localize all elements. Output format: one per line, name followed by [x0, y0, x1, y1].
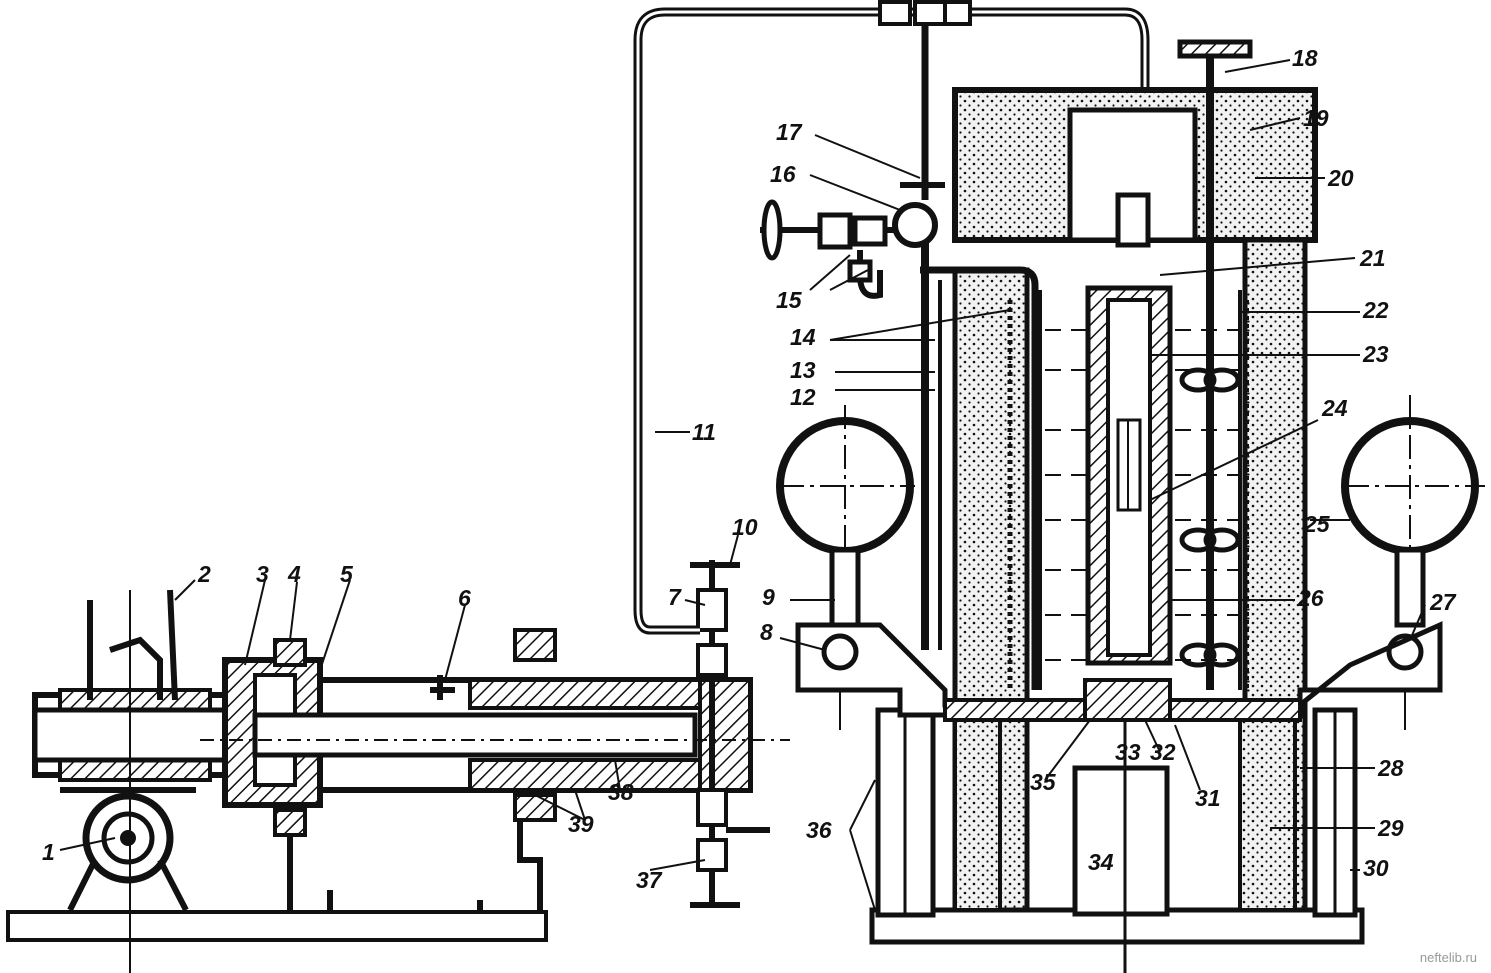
callout-38: 38 [608, 779, 634, 805]
callout-32: 32 [1150, 739, 1176, 765]
callout-4: 4 [287, 561, 301, 587]
callout-30: 30 [1363, 855, 1389, 881]
callout-8: 8 [760, 619, 773, 645]
callout-33: 33 [1115, 739, 1141, 765]
callout-39: 39 [568, 811, 594, 837]
callout-21: 21 [1359, 245, 1386, 271]
callout-26: 26 [1297, 585, 1324, 611]
callout-3: 3 [256, 561, 269, 587]
callout-19: 19 [1303, 105, 1329, 131]
callout-18: 18 [1292, 45, 1318, 71]
callout-5: 5 [340, 561, 354, 587]
callout-1: 1 [42, 839, 55, 865]
callout-35: 35 [1030, 769, 1057, 795]
callout-17: 17 [776, 119, 803, 145]
callout-2: 2 [197, 561, 211, 587]
callout-27: 27 [1429, 589, 1457, 615]
callout-36: 36 [806, 817, 832, 843]
callout-31: 31 [1195, 785, 1221, 811]
autoclave-assembly [760, 39, 1485, 973]
callout-16: 16 [770, 161, 796, 187]
callout-25: 25 [1303, 511, 1331, 537]
callout-34: 34 [1088, 849, 1114, 875]
callout-7: 7 [668, 584, 682, 610]
callout-12: 12 [790, 384, 816, 410]
callout-10: 10 [732, 514, 758, 540]
callout-22: 22 [1362, 297, 1389, 323]
leader-lines [59, 59, 1426, 911]
collection-beaker [1072, 765, 1170, 917]
watermark: neftelib.ru [1419, 950, 1477, 965]
callout-14: 14 [790, 324, 816, 350]
callout-29: 29 [1377, 815, 1404, 841]
plunger-rod [252, 712, 698, 758]
callout-37: 37 [636, 867, 663, 893]
callout-28: 28 [1377, 755, 1404, 781]
callout-11: 11 [692, 419, 716, 445]
callout-23: 23 [1362, 341, 1389, 367]
callout-9: 9 [762, 584, 775, 610]
top-fittings [878, 0, 972, 200]
callout-24: 24 [1321, 395, 1348, 421]
callout-13: 13 [790, 357, 816, 383]
callout-6: 6 [458, 585, 471, 611]
pump-base-plate [6, 910, 548, 942]
callout-15: 15 [776, 287, 803, 313]
callout-20: 20 [1327, 165, 1354, 191]
pump-assembly [6, 560, 790, 973]
